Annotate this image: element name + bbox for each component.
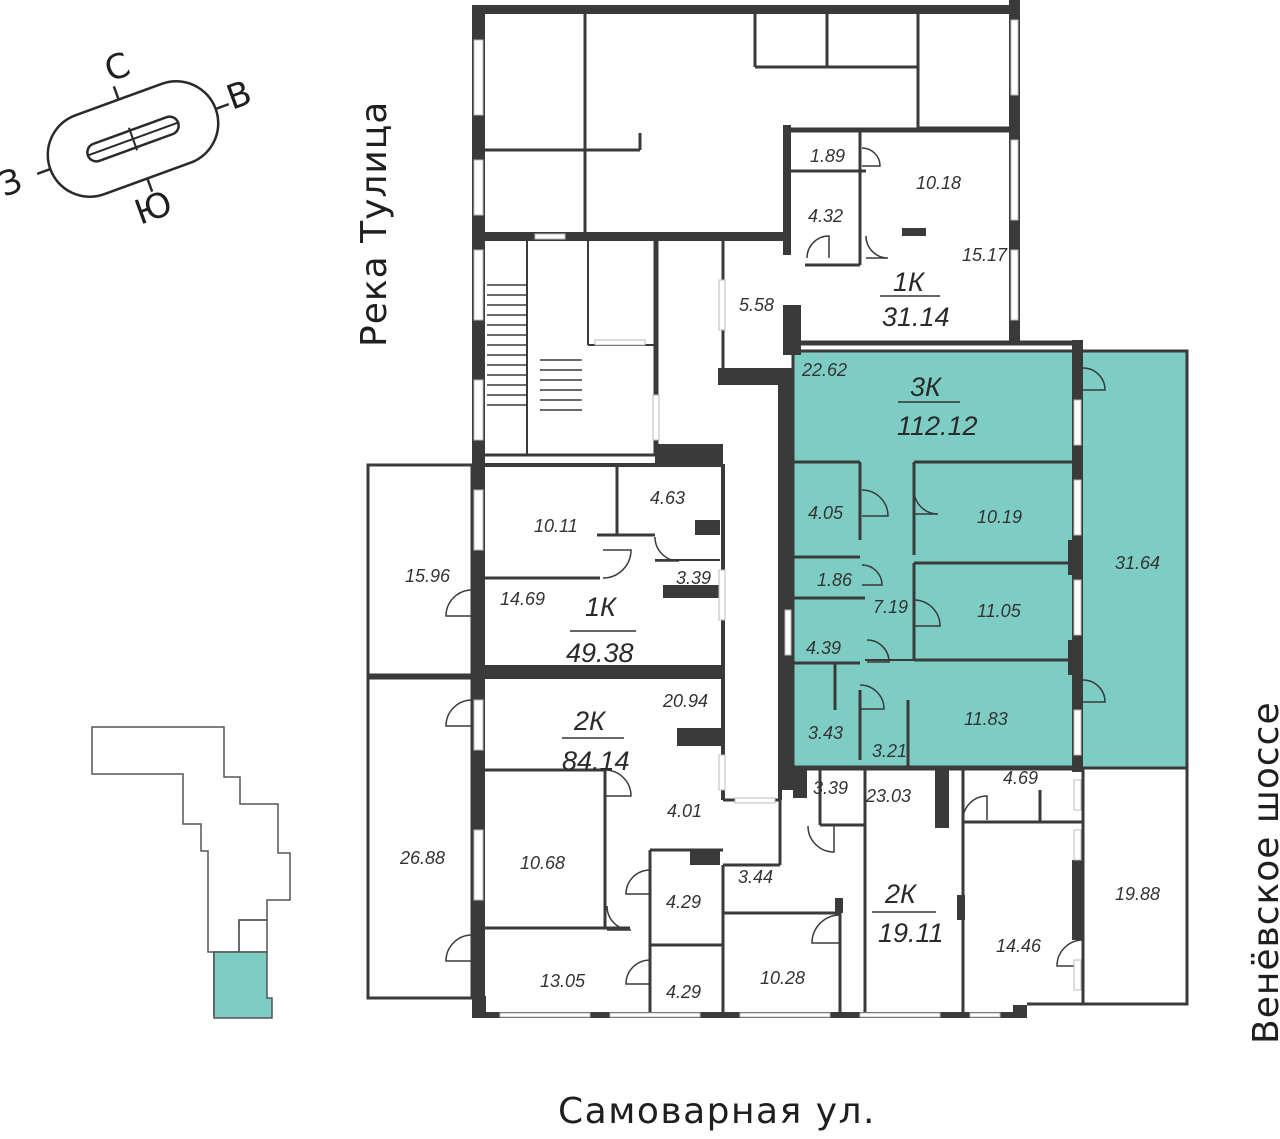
room-area: 22.62 [801,360,847,380]
apartment-area: 19.11 [878,918,944,948]
apartment-area: 49.38 [566,638,634,668]
room-area: 14.46 [996,936,1042,956]
apartment-area: 31.14 [882,302,950,332]
room-area: 4.01 [667,801,702,821]
room-area: 3.39 [813,778,848,798]
room-area: 4.29 [666,892,701,912]
apartment-type: 2К [573,706,607,736]
apartment-area: 112.12 [897,411,978,441]
apartment-3k-highlight [793,351,1187,768]
room-area: 1.89 [810,146,845,166]
apartment-2k-left: 20.94 2К 84.14 4.01 26.88 10.68 4.29 13.… [399,691,708,1002]
room-area: 23.03 [865,786,911,806]
room-area: 20.94 [662,691,708,711]
room-area: 11.05 [977,601,1022,621]
apartment-area: 84.14 [562,746,630,776]
room-area: 10.28 [760,968,805,988]
apartment-east: 4.69 19.88 14.46 [996,768,1160,956]
room-area: 31.64 [1115,553,1160,573]
room-area: 10.68 [520,853,565,873]
room-area: 15.17 [962,245,1008,265]
street-west: Река Тулица [354,101,395,347]
room-area: 14.69 [500,589,545,609]
key-plan-highlight [213,951,273,1019]
room-area: 19.88 [1115,884,1160,904]
compass-east: В [221,73,257,119]
room-area: 10.18 [916,173,961,193]
room-area: 7.19 [873,597,908,617]
compass-west: З [0,160,28,205]
compass-south: Ю [129,183,177,233]
room-area: 3.43 [808,723,843,743]
compass: С В Ю З [0,45,257,234]
room-area: 4.63 [650,488,685,508]
apartment-1k-left: 10.11 4.63 3.39 15.96 14.69 1К 49.38 [405,488,711,668]
room-area: 4.69 [1003,768,1038,788]
room-area: 4.39 [806,638,841,658]
apartment-type: 1К [893,267,926,297]
room-area: 3.44 [738,867,773,887]
street-south: Самоварная ул. [558,1091,876,1132]
room-area: 4.32 [808,206,843,226]
doors [445,147,1106,985]
room-area: 5.58 [739,295,774,315]
compass-north: С [99,45,135,91]
windows [473,19,1082,1018]
apartment-type: 1К [585,592,618,622]
room-area: 13.05 [540,971,586,991]
room-area: 10.11 [534,516,578,536]
apartment-type: 2К [884,879,918,909]
room-area: 11.83 [964,709,1008,729]
room-area: 10.19 [977,507,1022,527]
room-area: 4.29 [666,982,701,1002]
room-area: 3.39 [676,568,711,588]
apartment-type: 3К [910,372,943,402]
apartment-3k: 22.62 3К 112.12 4.05 10.19 31.64 1.86 7.… [801,360,1160,761]
room-area: 3.21 [872,741,907,761]
key-plan [91,726,291,1019]
room-area: 1.86 [817,570,853,590]
room-area: 26.88 [399,848,445,868]
apartment-2k-right: 23.03 3.39 3.44 2К 19.11 10.28 [738,778,944,988]
room-area: 15.96 [405,566,451,586]
apartment-1k-top: 1.89 10.18 4.32 15.17 5.58 1К 31.14 [739,146,1008,332]
room-area: 4.05 [808,503,844,523]
street-east: Венёвское шоссе [1246,701,1280,1044]
